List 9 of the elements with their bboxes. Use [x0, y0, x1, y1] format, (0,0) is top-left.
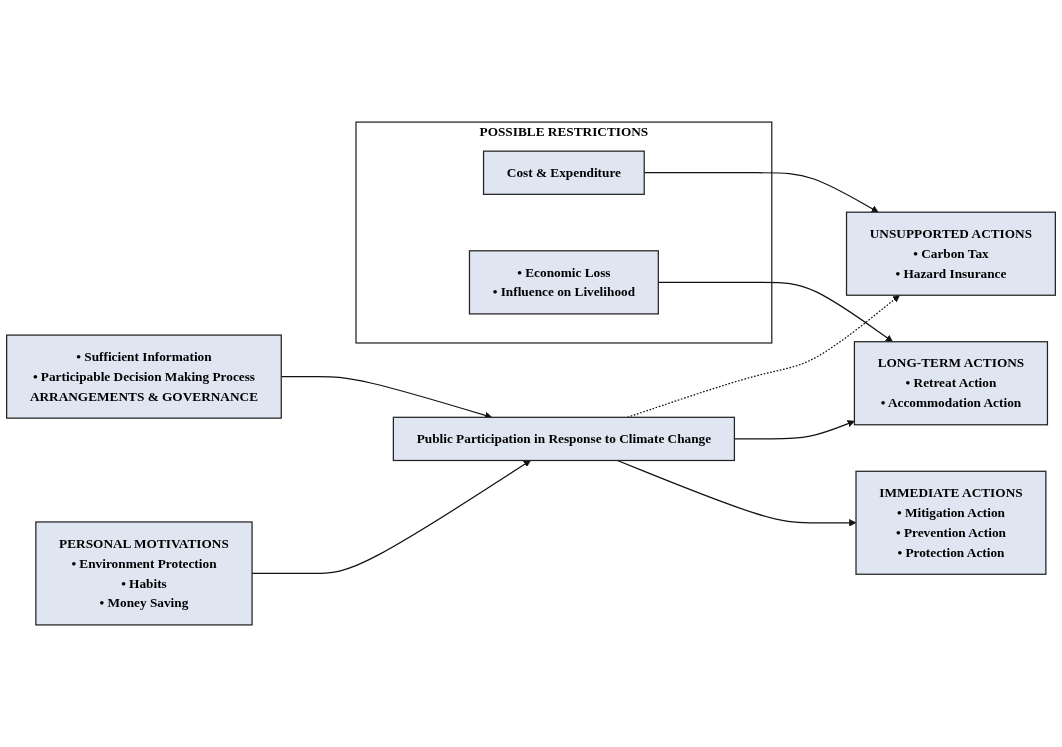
node-box: • Economic Loss • Influence on Livelihood — [468, 250, 659, 315]
node-box: Cost & Expenditure — [482, 150, 645, 195]
node-box: UNSUPPORTED ACTIONS • Carbon Tax • Hazard Insurance — [845, 211, 1056, 296]
node-box: Public Participation in Response to Climate Change — [392, 416, 736, 462]
node-box: LONG-TERM ACTIONS • Retreat Action • Accommodation Action — [853, 341, 1049, 426]
node-box: PERSONAL MOTIVATIONS • Environment Protection • Habits • Money Saving — [35, 521, 253, 626]
node-box: IMMEDIATE ACTIONS • Mitigation Action • Prevention Action • Protection Action — [855, 470, 1047, 575]
arrow — [616, 459, 857, 527]
node-box: • Sufficient Information • Participable Decision Making Process ARRANGEMENTS & GOVERNANCE — [6, 334, 282, 419]
